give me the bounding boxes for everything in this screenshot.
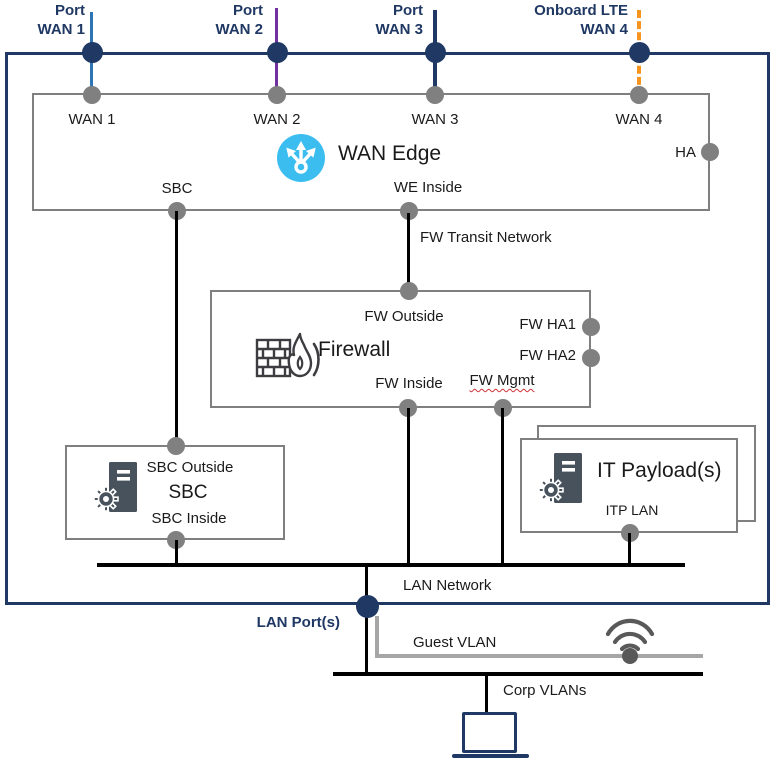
- fw-ha1-label: FW HA1: [519, 316, 576, 333]
- firewall-icon: [255, 332, 320, 378]
- wan3-port-label-line1: Port: [393, 2, 423, 19]
- wan-edge-branch-icon: [277, 134, 325, 182]
- gear-icon: [93, 486, 119, 512]
- wan-edge-wan1-label: WAN 1: [68, 111, 116, 128]
- link-lan-port: [365, 565, 368, 674]
- wan-edge-ha-port: [701, 143, 719, 161]
- gear-icon: [538, 477, 564, 503]
- wan-edge-wan4-port: [630, 86, 648, 104]
- sbc-outside-label: SBC Outside: [146, 459, 234, 476]
- wan3-port-label: Port WAN 3: [340, 1, 423, 39]
- wan2-boundary-node: [267, 42, 288, 63]
- wan4-port-label-line1: Onboard LTE: [534, 2, 628, 19]
- link-sbc-inside-lan: [175, 540, 178, 565]
- firewall-title: Firewall: [318, 338, 391, 361]
- guest-vlan-line-vertical: [375, 616, 379, 658]
- sbc-server-icon: [93, 462, 137, 512]
- wan-edge-wan1-port: [83, 86, 101, 104]
- lan-network-bus: [97, 563, 685, 567]
- fw-mgmt-label: FW Mgmt: [452, 371, 552, 390]
- fw-outside-label: FW Outside: [364, 308, 444, 325]
- it-payload-title: IT Payload(s): [597, 459, 722, 482]
- fw-ha2-label: FW HA2: [519, 347, 576, 364]
- wan1-port-label-line1: Port: [55, 2, 85, 19]
- wan-edge-inside-port-label: WE Inside: [393, 179, 463, 196]
- wan-edge-box: [32, 93, 710, 211]
- wan2-port-label-line2: WAN 2: [215, 21, 263, 38]
- wan4-boundary-node: [629, 42, 650, 63]
- laptop-base: [452, 754, 529, 758]
- lan-port-boundary-node: [356, 595, 379, 618]
- link-sbc-outside: [175, 211, 178, 448]
- wan-edge-wan4-label: WAN 4: [615, 111, 663, 128]
- itp-lan-label: ITP LAN: [605, 502, 659, 518]
- guest-vlan-label: Guest VLAN: [413, 634, 497, 651]
- sbc-outside-port-node: [167, 437, 185, 455]
- wifi-icon: [605, 618, 655, 652]
- link-fw-mgmt-lan: [501, 408, 504, 565]
- link-fw-inside-lan: [407, 408, 410, 565]
- transit-network-label: FW Transit Network: [420, 229, 552, 246]
- wan1-port-label-line2: WAN 1: [37, 21, 85, 38]
- wan4-port-label: Onboard LTE WAN 4: [500, 1, 628, 39]
- link-we-inside-fw-outside: [407, 213, 410, 292]
- fw-ha2-port-node: [582, 349, 600, 367]
- corp-vlans-label: Corp VLANs: [503, 682, 587, 699]
- wifi-node: [622, 648, 638, 664]
- laptop-icon: [462, 712, 517, 753]
- wan-edge-ha-label: HA: [675, 144, 696, 161]
- wan1-boundary-node: [82, 42, 103, 63]
- wan-edge-inside-port-node: [400, 202, 418, 220]
- wan-edge-sbc-port-label: SBC: [161, 180, 193, 197]
- fw-ha1-port-node: [582, 318, 600, 336]
- wan-edge-wan2-label: WAN 2: [253, 111, 301, 128]
- wan-edge-wan2-port: [268, 86, 286, 104]
- flame-shape: [287, 332, 313, 378]
- fw-mgmt-label-text: FW Mgmt: [469, 372, 535, 389]
- lan-network-label: LAN Network: [403, 577, 492, 594]
- wan2-port-label-line1: Port: [233, 2, 263, 19]
- fw-outside-port-node: [400, 282, 418, 300]
- site-boundary-box: [5, 52, 770, 605]
- sbc-inside-label: SBC Inside: [151, 510, 227, 527]
- wan3-port-label-line2: WAN 3: [375, 21, 423, 38]
- link-itp-lan: [628, 533, 631, 565]
- fw-inside-label: FW Inside: [375, 375, 443, 392]
- wan4-port-label-line2: WAN 4: [580, 21, 628, 38]
- lan-ports-label: LAN Port(s): [256, 614, 340, 631]
- corp-vlans-bus: [333, 672, 703, 676]
- sbc-title: SBC: [168, 482, 208, 503]
- wan2-port-label: Port WAN 2: [180, 1, 263, 39]
- link-corp-laptop: [485, 674, 488, 713]
- wan-edge-wan3-port: [426, 86, 444, 104]
- guest-vlan-line: [375, 654, 703, 658]
- itp-server-icon: [538, 453, 582, 503]
- wan-edge-wan3-label: WAN 3: [411, 111, 459, 128]
- wan1-port-label: Port WAN 1: [0, 1, 85, 39]
- wan-edge-title: WAN Edge: [338, 142, 442, 165]
- wan3-boundary-node: [425, 42, 446, 63]
